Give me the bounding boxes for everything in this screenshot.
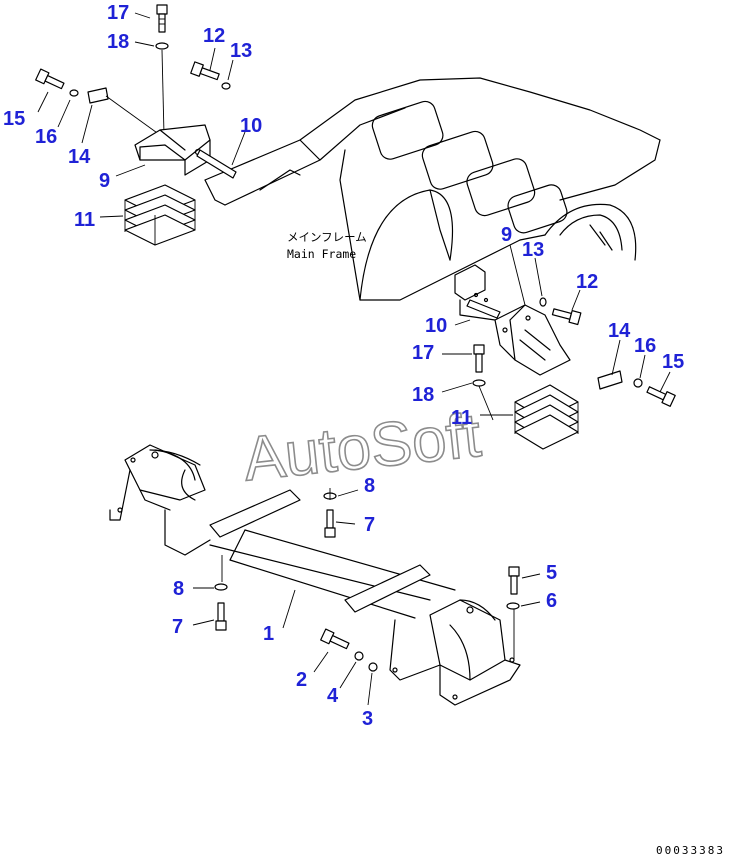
bolt-2 — [320, 628, 350, 650]
main-frame-drawing — [204, 77, 661, 301]
bracket-9-right — [494, 304, 571, 376]
callout-18: 18 — [412, 384, 434, 406]
callout-16: 16 — [35, 126, 57, 148]
bolt-15-right — [646, 386, 676, 407]
callout-11: 11 — [74, 209, 95, 231]
bolt-12-left — [190, 61, 220, 81]
shim-stack-11-left — [124, 184, 196, 246]
main-frame-label-jp: メインフレーム — [287, 230, 367, 244]
callout-6: 6 — [546, 590, 557, 612]
callout-12: 12 — [203, 25, 225, 47]
washer-16-left — [69, 89, 79, 97]
callout-10: 10 — [425, 315, 447, 337]
bolt-17-left — [156, 4, 168, 33]
left-mount-assembly — [35, 4, 246, 246]
callout-15: 15 — [3, 108, 25, 130]
callout-14: 14 — [68, 146, 91, 168]
washer-4 — [354, 651, 364, 661]
callout-15: 15 — [662, 351, 684, 373]
washer-16-right — [633, 378, 643, 388]
callout-5: 5 — [546, 562, 557, 584]
equalizer-beam-1 — [109, 444, 521, 706]
shim-stack-11-right — [514, 384, 579, 450]
callout-9: 9 — [99, 170, 110, 192]
drawing-number: 00033383 — [656, 844, 725, 857]
plate-14-right — [597, 370, 623, 390]
bolt-12-right — [551, 308, 582, 326]
callout-4: 4 — [327, 685, 339, 707]
callout-7: 7 — [364, 514, 375, 536]
callout-10: 10 — [240, 115, 262, 137]
callout-7: 7 — [172, 616, 183, 638]
washer-13-right — [539, 297, 547, 307]
callout-13: 13 — [230, 40, 252, 62]
bolt-7-lower — [215, 602, 227, 631]
callout-2: 2 — [296, 669, 307, 691]
washer-8-lower — [214, 583, 228, 591]
callout-11: 11 — [451, 407, 472, 429]
callout-12: 12 — [576, 271, 598, 293]
callout-17: 17 — [412, 342, 434, 364]
callout-13: 13 — [522, 239, 544, 261]
lower-fasteners — [192, 488, 541, 706]
washer-3 — [368, 662, 378, 672]
washer-18-left — [155, 42, 169, 50]
callout-8: 8 — [173, 578, 184, 600]
bolt-15-left — [35, 68, 65, 90]
bracket-9-left — [134, 124, 211, 176]
bolt-7-upper — [324, 509, 336, 538]
callout-14: 14 — [608, 320, 631, 342]
bolt-17-right — [473, 344, 485, 373]
pin-10-right — [466, 299, 501, 319]
callout-18: 18 — [107, 31, 129, 53]
plate-14-left — [87, 87, 109, 104]
main-frame-label-en: Main Frame — [287, 247, 356, 261]
washer-6 — [506, 602, 520, 610]
washer-13-left — [221, 82, 231, 90]
callout-1: 1 — [263, 623, 274, 645]
callout-8: 8 — [364, 475, 375, 497]
washer-18-right — [472, 379, 486, 387]
callout-16: 16 — [634, 335, 656, 357]
callout-17: 17 — [107, 2, 129, 24]
autosoft-watermark: AutoSoft — [240, 401, 484, 494]
callout-3: 3 — [362, 708, 373, 730]
callout-9: 9 — [501, 224, 512, 246]
right-mount-assembly — [441, 244, 676, 450]
pin-10-left — [196, 149, 237, 179]
bolt-5 — [508, 566, 520, 595]
